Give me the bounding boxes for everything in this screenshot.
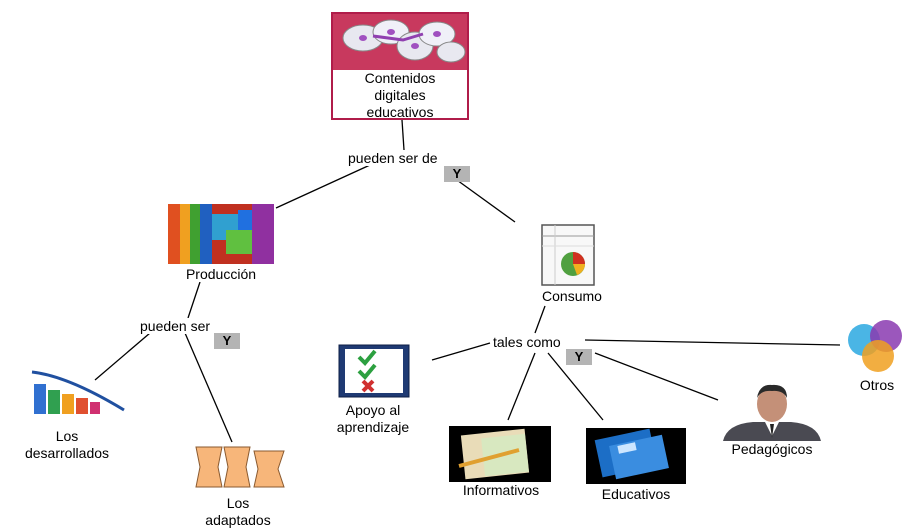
root-label-line3: educativos — [366, 104, 434, 120]
apoyo-line2: aprendizaje — [336, 419, 410, 435]
y-badge-root: Y — [444, 166, 470, 182]
circles-icon — [842, 318, 910, 376]
desarrollados-line1: Los — [55, 428, 79, 444]
adaptados-line1: Los — [226, 495, 250, 511]
y-badge-consumo: Y — [566, 349, 592, 365]
spreadsheet-pie-icon — [541, 224, 601, 288]
node-produccion-label: Producción — [164, 266, 278, 282]
puzzle-pieces-icon — [192, 443, 292, 491]
notebook-pen-icon — [449, 426, 551, 482]
link-label-consumo: tales como — [493, 334, 561, 350]
link-label-root: pueden ser de — [348, 150, 438, 166]
teacher-person-icon — [713, 384, 831, 441]
bar-chart-icon — [28, 366, 126, 418]
node-informativos-label: Informativos — [440, 482, 562, 498]
adaptados-line2: adaptados — [205, 512, 271, 528]
apoyo-line1: Apoyo al — [345, 402, 401, 418]
checklist-icon — [337, 343, 411, 399]
node-educativos-label: Educativos — [578, 486, 694, 502]
root-label-line1: Contenidos — [364, 70, 436, 86]
link-label-produccion: pueden ser — [140, 318, 211, 334]
cd-discs-icon — [333, 14, 467, 70]
root-concept-node[interactable]: Contenidos digitales educativos — [331, 12, 469, 120]
blue-books-icon — [586, 428, 686, 484]
node-otros-label: Otros — [846, 377, 908, 393]
root-label-line2: digitales — [374, 87, 426, 103]
desarrollados-line2: desarrollados — [24, 445, 110, 461]
node-apoyo-label: Apoyo al aprendizaje — [310, 402, 436, 436]
node-adaptados-label: Los adaptados — [176, 495, 300, 529]
node-pedagogicos-label: Pedagógicos — [705, 441, 839, 457]
y-badge-produccion: Y — [214, 333, 240, 349]
node-consumo-label: Consumo — [520, 288, 624, 304]
node-desarrollados-label: Los desarrollados — [0, 428, 134, 462]
root-concept-label: Contenidos digitales educativos — [333, 70, 467, 121]
colorful-blocks-icon — [168, 204, 274, 264]
